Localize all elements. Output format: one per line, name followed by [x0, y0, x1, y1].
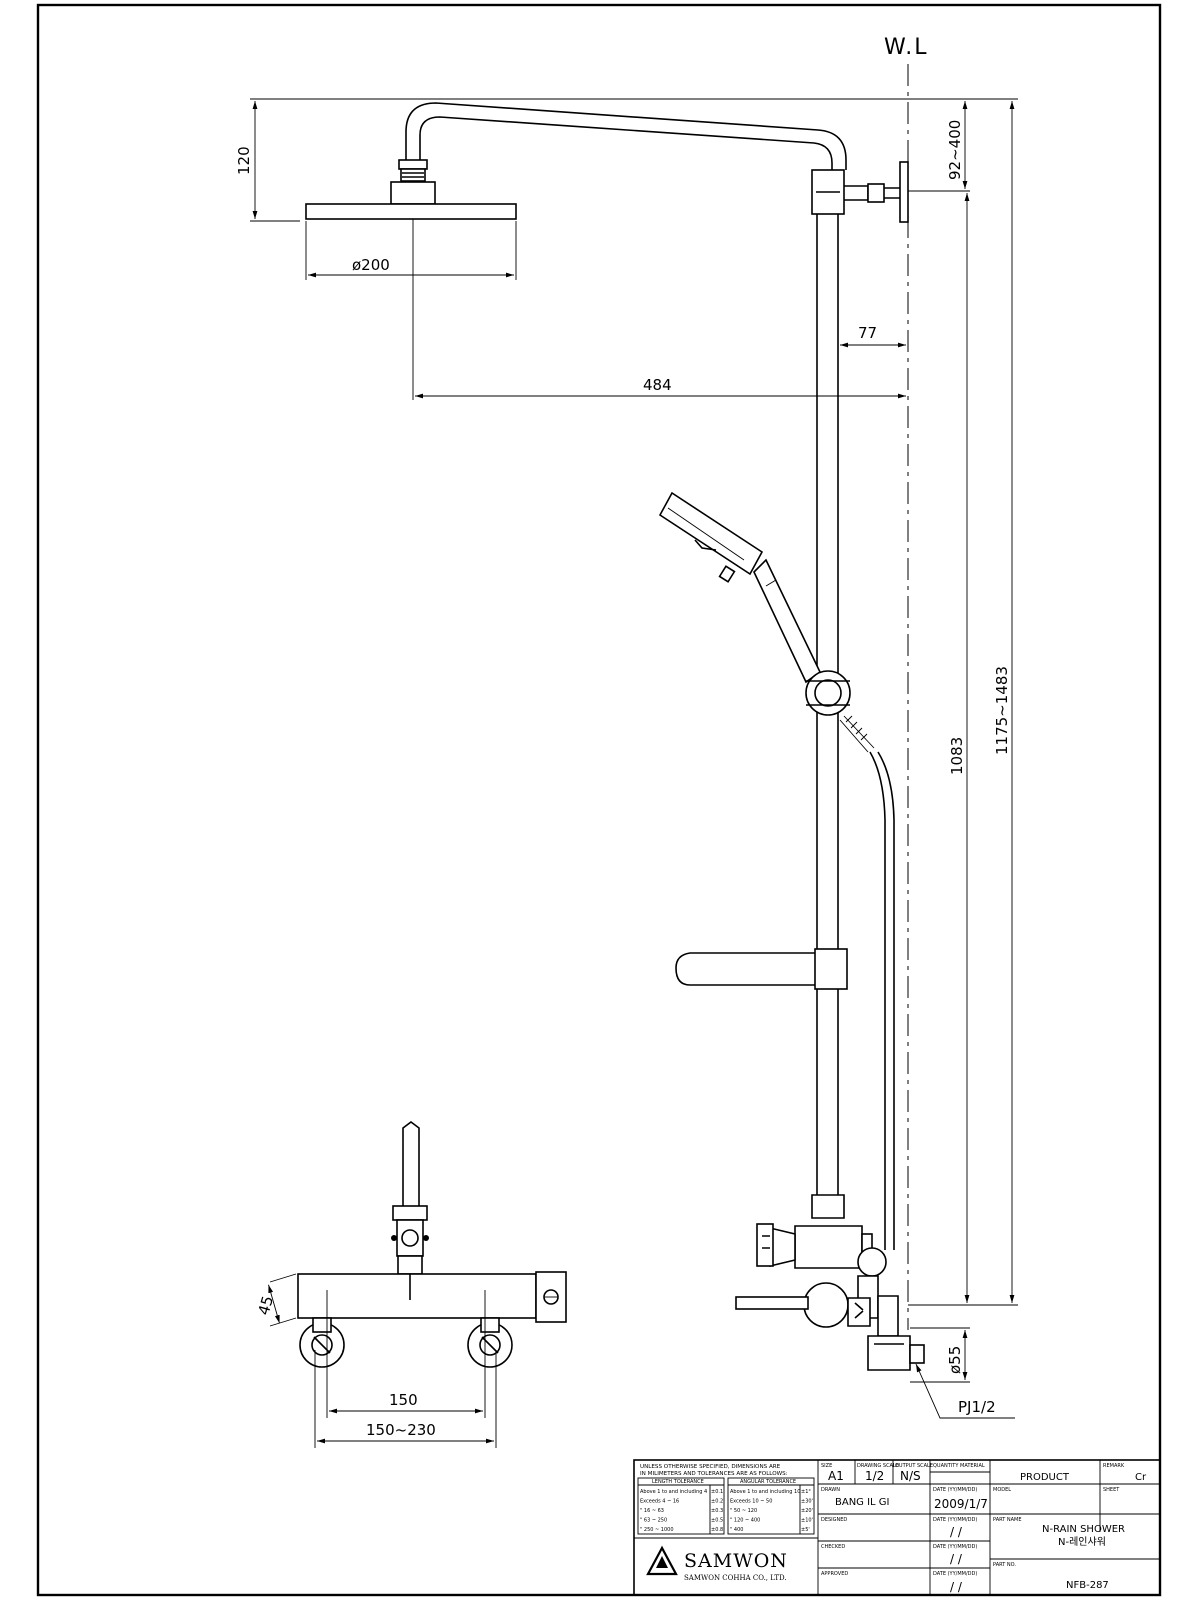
faucet-height-value: 45 [255, 1294, 278, 1317]
arm-projection-value: 484 [643, 376, 672, 394]
bar-offset-value: 77 [858, 324, 877, 342]
remark-label: REMARK [1103, 1463, 1125, 1469]
dimension-bar-offset: 77 [840, 324, 906, 348]
dimension-arm-projection: 484 [412, 219, 906, 400]
angular-tolerance-value: ±10' [801, 1518, 813, 1524]
material-value: PRODUCT [1020, 1472, 1070, 1483]
length-tolerance-value: ±0.3 [711, 1508, 723, 1514]
dimension-bar-length: 1083 [908, 193, 1018, 1306]
date-drawn-value: 2009/1/7 [934, 1497, 988, 1511]
head-diameter-value: ø200 [352, 256, 390, 274]
dimension-inlet-center: 150 [326, 1290, 486, 1418]
company-name: SAMWON [684, 1550, 788, 1572]
date-designed-label: DATE (YY/MM/DD) [933, 1517, 977, 1523]
model-label: MODEL [993, 1487, 1011, 1493]
remark-value: Cr [1135, 1472, 1147, 1483]
title-block: UNLESS OTHERWISE SPECIFIED, DIMENSIONS A… [633, 1459, 1161, 1596]
designed-label: DESIGNED [821, 1517, 847, 1523]
length-tolerance-value: ±0.1 [711, 1489, 723, 1495]
date-checked-label: DATE (YY/MM/DD) [933, 1544, 977, 1550]
checked-label: CHECKED [821, 1544, 845, 1550]
length-tolerance-value: ±0.8 [711, 1527, 723, 1533]
angular-tolerance-value: ±5' [801, 1527, 810, 1533]
tolerance-note-line-1: UNLESS OTHERWISE SPECIFIED, DIMENSIONS A… [640, 1464, 781, 1470]
drawn-value: BANG IL GI [835, 1497, 890, 1508]
drawing-scale-label: DRAWING SCALE [857, 1463, 899, 1469]
angular-tolerance-value: ±1° [801, 1489, 811, 1495]
length-tolerance-range: " 63 ~ 250 [640, 1518, 667, 1524]
shower-arm [398, 102, 847, 182]
output-scale-value: N/S [900, 1469, 921, 1483]
dimension-inlet-range: 150~230 [314, 1350, 497, 1448]
inlet-range-value: 150~230 [366, 1421, 436, 1439]
angular-tolerance-rows: Above 1 to and including 10±1° Exceeds 10… [730, 1489, 813, 1533]
angular-tolerance-range: " 400 [730, 1527, 743, 1533]
size-label: SIZE [821, 1463, 832, 1469]
drawing-scale-value: 1/2 [865, 1469, 884, 1483]
angular-tolerance-range: Exceeds 10 ~ 50 [730, 1499, 772, 1505]
tolerance-note-line-2: IN MILIMETERS AND TOLERANCES ARE AS FOLL… [640, 1471, 788, 1477]
length-tolerance-range: Exceeds 4 ~ 16 [640, 1499, 679, 1505]
overall-height-value: 1175~1483 [993, 666, 1011, 755]
wall-line-label: W.L [884, 35, 928, 60]
dimension-head-diameter: ø200 [305, 221, 517, 280]
sheet-label: SHEET [1103, 1487, 1120, 1493]
bracket-range-value: 92~400 [946, 120, 964, 180]
thread-callout-value: PJ1/2 [958, 1398, 996, 1416]
angular-tolerance-range: Above 1 to and including 10 [730, 1489, 800, 1495]
length-tolerance-range: " 16 ~ 63 [640, 1508, 664, 1514]
top-bracket [811, 161, 909, 223]
company-full-name: SAMWON COHHA CO., LTD. [684, 1574, 787, 1582]
dimension-head-height: 120 [235, 98, 330, 222]
inlet-center-value: 150 [389, 1391, 418, 1409]
hand-shower [658, 491, 895, 1250]
callout-thread: PJ1/2 [915, 1363, 1015, 1419]
date-designed-value: / / [950, 1525, 963, 1539]
sheet-border [36, 3, 1162, 1597]
drawn-label: DRAWN [821, 1487, 840, 1493]
diverter-assembly [735, 1194, 925, 1371]
part-name-korean: N-레인샤워 [1058, 1535, 1106, 1548]
angular-tolerance-value: ±20' [801, 1508, 813, 1514]
angular-tolerance-value: ±30' [801, 1499, 813, 1505]
length-tolerance-value: ±0.5 [711, 1518, 723, 1524]
mixer-front-view [297, 1121, 567, 1368]
angular-tolerance-range: " 50 ~ 120 [730, 1508, 757, 1514]
soap-dish [675, 948, 848, 990]
part-name-label: PART NAME [993, 1517, 1022, 1523]
length-tolerance-header: LENGTH TOLERANCE [652, 1479, 704, 1485]
part-name-english: N-RAIN SHOWER [1042, 1524, 1125, 1535]
dimension-outlet-diameter: ø55 [910, 1327, 970, 1383]
date-checked-value: / / [950, 1552, 963, 1566]
date-approved-label: DATE (YY/MM/DD) [933, 1571, 977, 1577]
size-value: A1 [828, 1469, 844, 1483]
dimension-faucet-height: 45 [255, 1273, 297, 1327]
output-scale-label: OUTPUT SCALE [895, 1463, 933, 1469]
length-tolerance-value: ±0.2 [711, 1499, 723, 1505]
length-tolerance-range: " 250 ~ 1000 [640, 1527, 674, 1533]
rain-shower-head [305, 181, 517, 220]
outlet-diameter-value: ø55 [946, 1346, 964, 1374]
wall-line: W.L [884, 35, 928, 1330]
dimension-overall-height: 1175~1483 [993, 101, 1015, 1303]
dimension-bracket-range: 92~400 [908, 98, 970, 192]
length-tolerance-range: Above 1 to and including 4 [640, 1489, 707, 1495]
head-height-value: 120 [235, 146, 253, 175]
part-no-label: PART NO. [993, 1562, 1016, 1568]
part-no-value: NFB-287 [1066, 1580, 1109, 1591]
date-approved-value: / / [950, 1580, 963, 1594]
approved-label: APPROVED [821, 1571, 848, 1577]
angular-tolerance-header: ANGULAR TOLERANCE [740, 1479, 796, 1485]
material-label: MATERIAL [960, 1463, 985, 1469]
angular-tolerance-range: " 120 ~ 400 [730, 1518, 760, 1524]
quantity-label: QUANTITY [933, 1463, 959, 1469]
bar-length-value: 1083 [948, 737, 966, 775]
date-drawn-label: DATE (YY/MM/DD) [933, 1487, 977, 1493]
company-logo: SAMWON SAMWON COHHA CO., LTD. [646, 1545, 788, 1582]
